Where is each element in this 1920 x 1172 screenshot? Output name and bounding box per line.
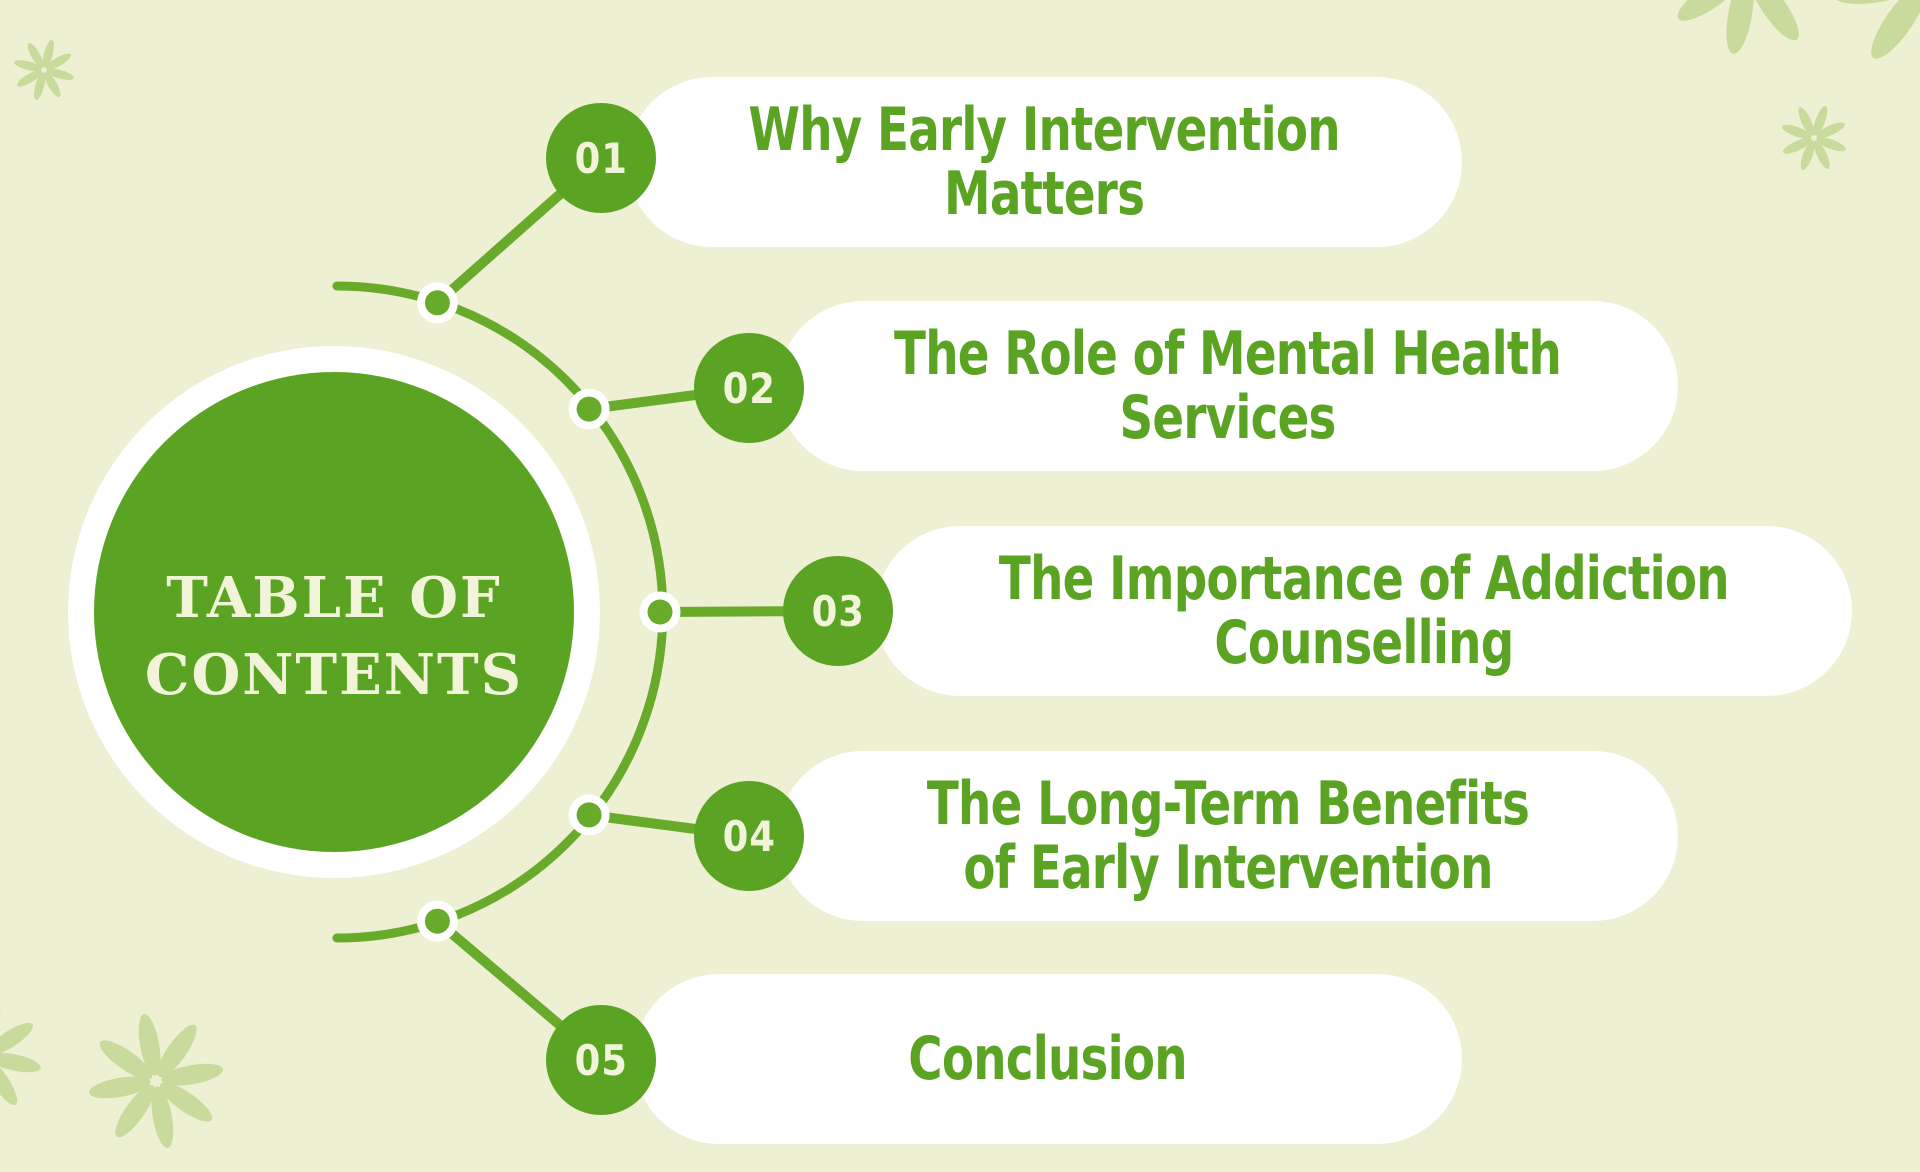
label-line: Conclusion — [908, 1024, 1188, 1094]
flower-icon — [77, 1002, 235, 1160]
toc-item-1-label: Why Early Intervention Matters — [748, 95, 1341, 229]
flower-icon — [1649, 0, 1847, 69]
toc-number-4-label: 04 — [722, 811, 776, 861]
label-line: The Importance of Addiction — [998, 544, 1730, 614]
page-title-line: TABLE OF — [166, 565, 502, 631]
toc-item-1[interactable]: Why Early Intervention Matters — [627, 77, 1462, 247]
toc-number-1-label: 01 — [574, 133, 628, 183]
toc-item-5-label: Conclusion — [908, 1024, 1188, 1094]
label-line: Why Early Intervention — [748, 95, 1341, 165]
page-title-line: CONTENTS — [144, 642, 524, 708]
arc-dot — [416, 282, 458, 324]
toc-hub-circle — [68, 346, 600, 878]
arc-dot — [568, 388, 610, 430]
flower-icon — [1795, 0, 1920, 113]
toc-number-5[interactable]: 05 — [546, 1005, 656, 1115]
toc-item-3[interactable]: The Importance of Addiction Counselling — [875, 526, 1852, 696]
label-line: Counselling — [1213, 608, 1514, 678]
toc-item-3-label: The Importance of Addiction Counselling — [998, 544, 1730, 678]
toc-item-2-label: The Role of Mental Health Services — [894, 319, 1562, 453]
toc-number-5-label: 05 — [574, 1035, 628, 1085]
toc-number-4[interactable]: 04 — [694, 781, 804, 891]
toc-item-2[interactable]: The Role of Mental Health Services — [778, 301, 1678, 471]
toc-number-3[interactable]: 03 — [783, 556, 893, 666]
flower-icon — [0, 987, 53, 1125]
toc-number-1[interactable]: 01 — [546, 103, 656, 213]
arc-dot — [639, 591, 681, 633]
hub-disc — [94, 372, 574, 852]
toc-item-5[interactable]: Conclusion — [634, 974, 1462, 1144]
toc-number-3-label: 03 — [811, 586, 865, 636]
label-line: Matters — [944, 159, 1145, 229]
toc-item-4-label: The Long-Term Benefits of Early Interven… — [926, 769, 1530, 903]
arc-dots — [416, 282, 681, 942]
flower-icon — [1770, 94, 1858, 182]
flower-icon — [6, 32, 82, 108]
arc-dot — [568, 794, 610, 836]
toc-number-2-label: 02 — [722, 363, 776, 413]
label-line: of Early Intervention — [963, 833, 1493, 903]
toc-item-4[interactable]: The Long-Term Benefits of Early Interven… — [778, 751, 1678, 921]
toc-number-2[interactable]: 02 — [694, 333, 804, 443]
arc-dot — [416, 900, 458, 942]
label-line: Services — [1119, 383, 1337, 453]
page-title: TABLE OF CONTENTS — [34, 560, 634, 720]
label-line: The Role of Mental Health — [894, 319, 1562, 389]
label-line: The Long-Term Benefits — [926, 769, 1530, 839]
